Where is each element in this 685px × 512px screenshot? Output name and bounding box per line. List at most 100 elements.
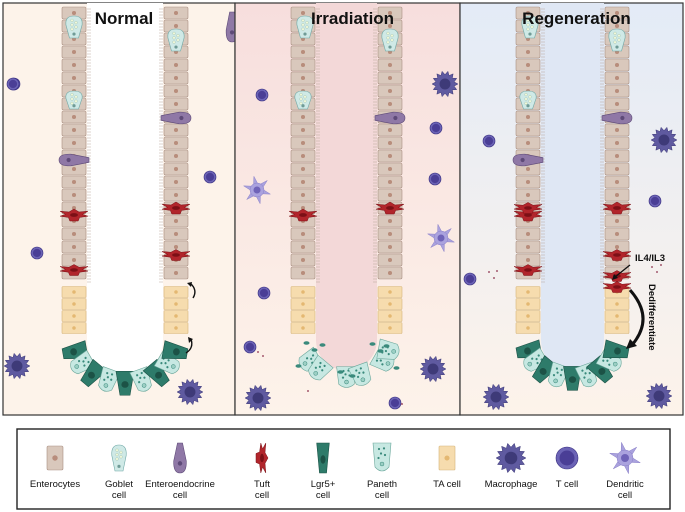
panel-regeneration: Regeneration <box>459 2 684 416</box>
enteroendocrine-cell <box>374 111 406 125</box>
legend-label: T cell <box>556 479 579 490</box>
legend-box <box>16 428 671 510</box>
special-cells <box>288 15 406 222</box>
ta-cell <box>290 322 316 334</box>
enterocyte <box>515 110 541 124</box>
enterocyte <box>163 84 189 98</box>
ta-cell <box>515 298 541 310</box>
legend-item-macrophage: Macrophage <box>485 442 538 490</box>
paneth-granule <box>337 370 344 374</box>
tuft-cell <box>288 208 318 222</box>
enterocyte <box>604 162 630 176</box>
cytokine-dots <box>257 264 662 405</box>
ta-cell <box>604 310 630 322</box>
crypt-lumen <box>316 3 377 371</box>
enterocyte <box>61 123 87 137</box>
tuft-cell <box>59 208 89 222</box>
legend-label: Macrophage <box>485 479 538 490</box>
paneth-granule <box>311 348 318 352</box>
ta-cell <box>163 298 189 310</box>
ta-cell <box>290 310 316 322</box>
lgr5-cell <box>161 340 189 359</box>
lgr5-cell <box>586 355 614 384</box>
microvilli <box>159 8 163 283</box>
tuft-cell <box>602 281 632 293</box>
enterocyte <box>290 58 316 72</box>
cytokine-label: IL4/IL3 <box>635 253 665 264</box>
enterocyte <box>290 227 316 241</box>
legend-label: Lgr5+ <box>311 479 336 490</box>
enterocyte <box>61 6 87 20</box>
enterocyte <box>377 214 403 228</box>
enterocyte <box>163 175 189 189</box>
crypt-base <box>295 338 400 388</box>
tuft-cell <box>161 201 191 215</box>
enterocyte <box>515 253 541 267</box>
enterocyte <box>61 253 87 267</box>
enterocyte <box>377 188 403 202</box>
dedifferentiate-label: Dedifferentiate <box>646 284 657 351</box>
enterocyte <box>604 71 630 85</box>
enterocyte <box>377 123 403 137</box>
enterocyte <box>604 6 630 20</box>
panel-title: Normal <box>95 9 154 28</box>
ta-cell <box>163 322 189 334</box>
t-cell <box>463 272 477 286</box>
enterocyte <box>515 45 541 59</box>
goblet-cell <box>294 90 312 110</box>
crypt-lumen <box>87 3 163 378</box>
goblet-cell <box>167 28 185 52</box>
paneth-granule <box>369 342 376 346</box>
tuft-icon <box>255 442 269 474</box>
enterocyte <box>377 253 403 267</box>
enterocyte <box>377 266 403 280</box>
enterocyte <box>163 240 189 254</box>
t-cell <box>203 170 217 184</box>
tuft-cell <box>602 249 632 261</box>
paneth-cell <box>347 361 372 386</box>
tuft-cell <box>513 202 543 214</box>
lgr5-cell <box>531 355 559 384</box>
enteroendocrine-cell <box>601 111 633 125</box>
goblet-cell <box>65 90 83 110</box>
legend-item-ta: TA cell <box>433 445 461 490</box>
legend-item-lgr5: Lgr5+cell <box>311 442 336 501</box>
enterocyte <box>377 227 403 241</box>
ta-cell <box>61 310 87 322</box>
tuft-cell <box>161 249 191 261</box>
legend-label: cell <box>375 490 389 501</box>
enterocyte <box>290 45 316 59</box>
macrophage <box>482 383 510 411</box>
ta-cell <box>377 322 403 334</box>
enterocyte <box>604 136 630 150</box>
ta-cell <box>377 310 403 322</box>
ta-cell <box>604 298 630 310</box>
legend-label: cell <box>316 490 330 501</box>
immune-cells <box>3 70 678 412</box>
ta-cell <box>604 322 630 334</box>
ta-cell <box>61 286 87 298</box>
enterocyte <box>604 240 630 254</box>
lgr5-icon <box>316 442 330 474</box>
paneth-cell <box>308 354 334 381</box>
cytokine-arrow-head <box>612 274 618 280</box>
enterocyte <box>290 71 316 85</box>
enterocyte <box>290 123 316 137</box>
enterocyte <box>377 97 403 111</box>
t-cell <box>428 172 442 186</box>
enterocyte <box>377 175 403 189</box>
goblet-cell <box>381 28 399 52</box>
legend-label: Enteroendocrine <box>145 479 215 490</box>
enterocyte <box>377 6 403 20</box>
macrophage <box>645 382 673 410</box>
ta-cell <box>61 322 87 334</box>
enterocyte-icon <box>46 445 64 471</box>
special-cells <box>58 11 239 276</box>
t-cell <box>243 340 257 354</box>
paneth-granule <box>393 366 400 370</box>
enterocyte <box>377 71 403 85</box>
legend-label: cell <box>618 490 632 501</box>
